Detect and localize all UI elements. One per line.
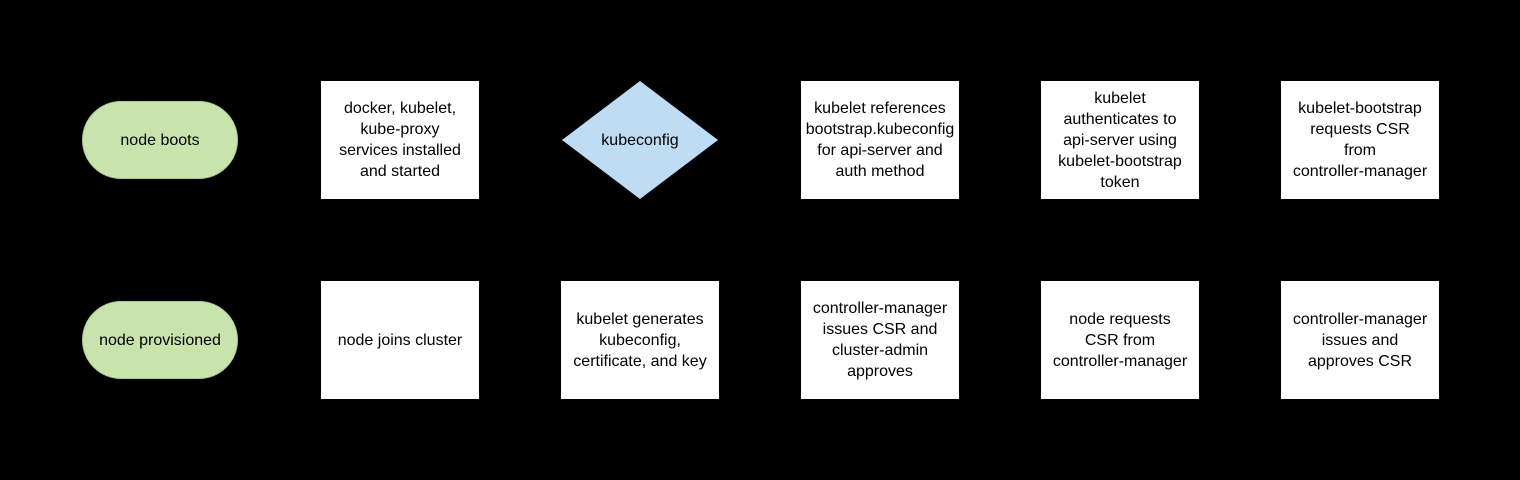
process-kubelet-bootstrap-requests-csr: kubelet-bootstrap requests CSR from cont… [1281, 81, 1439, 199]
process-node-joins-cluster: node joins cluster [321, 281, 479, 399]
node-label: controller-manager issues CSR and cluste… [812, 300, 948, 380]
node-label: node provisioned [99, 331, 221, 349]
node-label: node boots [120, 131, 200, 149]
process-controller-manager-issues-csr-cluster-admin-approves: controller-manager issues CSR and cluste… [801, 281, 959, 399]
decision-kubeconfig-diamond: kubeconfig [562, 81, 718, 199]
node-label: kubelet authenticates to api-server usin… [1058, 89, 1182, 191]
process-node-requests-csr: node requests CSR from controller-manage… [1041, 281, 1199, 399]
node-label: kubeconfig [601, 131, 679, 149]
node-label: kubelet generates kubeconfig, certificat… [573, 310, 707, 370]
terminator-node-provisioned: node provisioned [82, 301, 238, 379]
process-kubelet-authenticates: kubelet authenticates to api-server usin… [1041, 81, 1199, 199]
node-label: kubelet references bootstrap.kubeconfig … [805, 100, 955, 180]
process-kubelet-references-bootstrap-kubeconfig: kubelet references bootstrap.kubeconfig … [801, 81, 959, 199]
node-label: node joins cluster [337, 331, 463, 349]
process-controller-manager-issues-and-approves-csr: controller-manager issues and approves C… [1281, 281, 1439, 399]
node-label: kubelet-bootstrap requests CSR from cont… [1292, 100, 1428, 180]
node-label: controller-manager issues and approves C… [1292, 310, 1428, 370]
node-label: docker, kubelet, kube-proxy services ins… [339, 100, 461, 180]
process-kubelet-generates-kubeconfig: kubelet generates kubeconfig, certificat… [561, 281, 719, 399]
terminator-node-boots: node boots [82, 101, 238, 179]
node-label: node requests CSR from controller-manage… [1052, 310, 1188, 370]
process-services-installed: docker, kubelet, kube-proxy services ins… [321, 81, 479, 199]
